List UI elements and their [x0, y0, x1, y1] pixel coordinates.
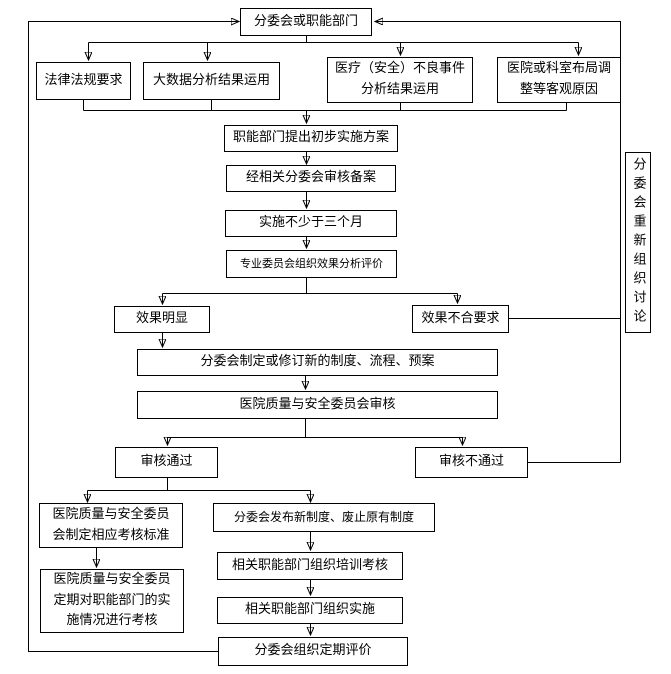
node-adverse-events: 医疗（安全）不良事件 分析结果运用	[327, 57, 473, 103]
edge-loop-left	[28, 22, 239, 652]
node-effect-analysis: 专业委员会组织效果分析评价	[226, 250, 397, 278]
node-bigdata-results: 大数据分析结果运用	[143, 62, 280, 100]
node-draft-plan: 职能部门提出初步实施方案	[224, 125, 398, 152]
node-assessment-standards: 医院质量与安全委员 会制定相应考核标准	[39, 503, 183, 548]
node-hospital-committee-review: 医院质量与安全委员会审核	[137, 391, 498, 419]
node-reorganize-discussion: 分委会重新组织讨论	[625, 152, 651, 333]
node-review-pass: 审核通过	[115, 447, 218, 478]
node-subcommittee-or-dept: 分委会或职能部门	[240, 8, 372, 36]
node-review-fail: 审核不通过	[415, 447, 528, 478]
node-effect-fail: 效果不合要求	[412, 305, 509, 333]
node-effect-clear: 效果明显	[114, 306, 210, 333]
node-legal-requirements: 法律法规要求	[36, 62, 131, 100]
node-revise-systems: 分委会制定或修订新的制度、流程、预案	[137, 349, 498, 376]
node-periodic-assessment: 医院质量与安全委员 定期对职能部门的实 施情况进行考核	[40, 569, 184, 633]
node-periodic-evaluation: 分委会组织定期评价	[218, 637, 408, 666]
node-publish-new-system: 分委会发布新制度、废止原有制度	[213, 503, 435, 532]
node-organize-implementation: 相关职能部门组织实施	[217, 597, 403, 624]
edge-loop-right	[376, 22, 621, 463]
node-subcommittee-filing: 经相关分委会审核备案	[226, 165, 396, 192]
node-layout-adjustment: 医院或科室布局调 整等客观原因	[497, 57, 621, 103]
node-implement-three-months: 实施不少于三个月	[225, 210, 397, 237]
node-training-assessment: 相关职能部门组织培训考核	[217, 552, 403, 580]
